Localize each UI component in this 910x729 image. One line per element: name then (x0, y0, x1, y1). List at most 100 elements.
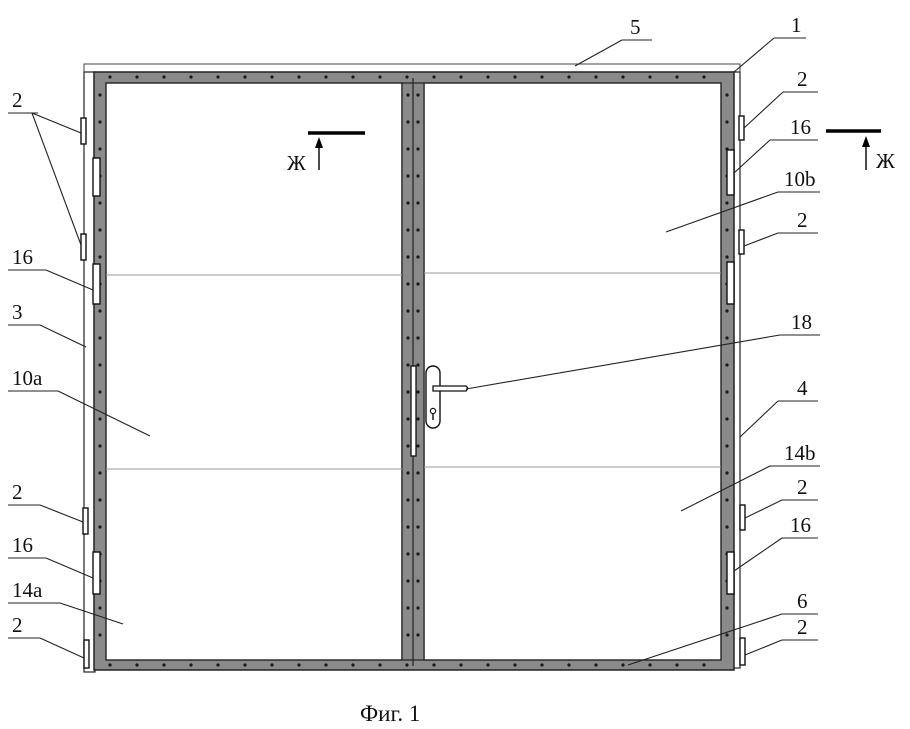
label-2-left-lower: 2 (12, 480, 23, 504)
label-3: 3 (12, 300, 23, 324)
rivet (567, 75, 571, 79)
rivet (406, 147, 410, 151)
rivet (725, 498, 729, 502)
rivet (416, 390, 420, 394)
rivet (406, 444, 410, 448)
rivet (189, 663, 193, 667)
rivet (725, 93, 729, 97)
hinge-2-left-upper (80, 117, 87, 145)
rivet (98, 336, 102, 340)
rivet (406, 471, 410, 475)
rivet (406, 93, 410, 97)
rivet (135, 75, 139, 79)
rivet (98, 417, 102, 421)
rivet (98, 363, 102, 367)
rivet (416, 336, 420, 340)
door-handle (410, 365, 469, 457)
rivet (725, 606, 729, 610)
hinge-16-right-mid (726, 261, 735, 305)
rivet (406, 282, 410, 286)
rivet (725, 471, 729, 475)
rivet (324, 663, 328, 667)
rivet (725, 201, 729, 205)
rivet (189, 75, 193, 79)
label-16-left-upper: 16 (12, 245, 33, 269)
rivet (416, 525, 420, 529)
rivet (416, 120, 420, 124)
rivet (98, 309, 102, 313)
rivet (406, 120, 410, 124)
rivet (98, 390, 102, 394)
rivet (406, 363, 410, 367)
rivet (567, 663, 571, 667)
hinge-16-right-upper (726, 149, 735, 196)
rivet (416, 147, 420, 151)
label-2-right-lower: 2 (797, 475, 808, 499)
label-18: 18 (791, 310, 812, 334)
rivet (406, 228, 410, 232)
rivet (406, 417, 410, 421)
rivet (297, 75, 301, 79)
rivet (406, 633, 410, 637)
rivet (351, 75, 355, 79)
rivet (406, 579, 410, 583)
section-mark-right (826, 129, 881, 170)
rivet (540, 663, 544, 667)
rivet (162, 75, 166, 79)
rivet (725, 417, 729, 421)
rivet (725, 255, 729, 259)
rivet (378, 663, 382, 667)
rivet (459, 75, 463, 79)
hinge-2-right-lower (739, 504, 746, 531)
section-mark-right-label: Ж (876, 149, 895, 173)
rivet (416, 579, 420, 583)
section-mark-left (308, 131, 365, 170)
rivet (416, 282, 420, 286)
rivet (98, 93, 102, 97)
rivet (416, 552, 420, 556)
rivet (406, 255, 410, 259)
label-2-right-mid: 2 (797, 208, 808, 232)
rivet (416, 201, 420, 205)
rivet (406, 498, 410, 502)
rivet (98, 606, 102, 610)
rivet (98, 120, 102, 124)
rivet (725, 336, 729, 340)
rivet (486, 75, 490, 79)
rivet (98, 633, 102, 637)
rivet (416, 471, 420, 475)
rivet (725, 309, 729, 313)
label-2-top-left: 2 (12, 88, 23, 112)
leader-lines (8, 37, 820, 666)
top-lintel (83, 63, 741, 73)
rivet (324, 75, 328, 79)
label-16-right-lower: 16 (790, 513, 811, 537)
rivet (416, 498, 420, 502)
rivet (406, 606, 410, 610)
rivet (513, 663, 517, 667)
rivet (725, 390, 729, 394)
frame-rivets (98, 75, 729, 667)
rivet (351, 663, 355, 667)
hinge-16-left-mid (92, 263, 101, 305)
rivet (675, 663, 679, 667)
rivet (405, 75, 409, 79)
rivet (406, 390, 410, 394)
rivet (725, 444, 729, 448)
rivet (216, 663, 220, 667)
rivet (406, 201, 410, 205)
rivet (98, 147, 102, 151)
rivet (648, 75, 652, 79)
rivet (725, 363, 729, 367)
rivet (725, 633, 729, 637)
rivet (416, 174, 420, 178)
label-14b: 14b (784, 441, 816, 465)
rivet (162, 663, 166, 667)
label-16-left-lower: 16 (12, 533, 33, 557)
label-10a: 10a (12, 366, 43, 390)
label-5: 5 (630, 15, 641, 39)
rivet (459, 663, 463, 667)
label-2-left-bottom: 2 (12, 613, 23, 637)
rivet (98, 444, 102, 448)
